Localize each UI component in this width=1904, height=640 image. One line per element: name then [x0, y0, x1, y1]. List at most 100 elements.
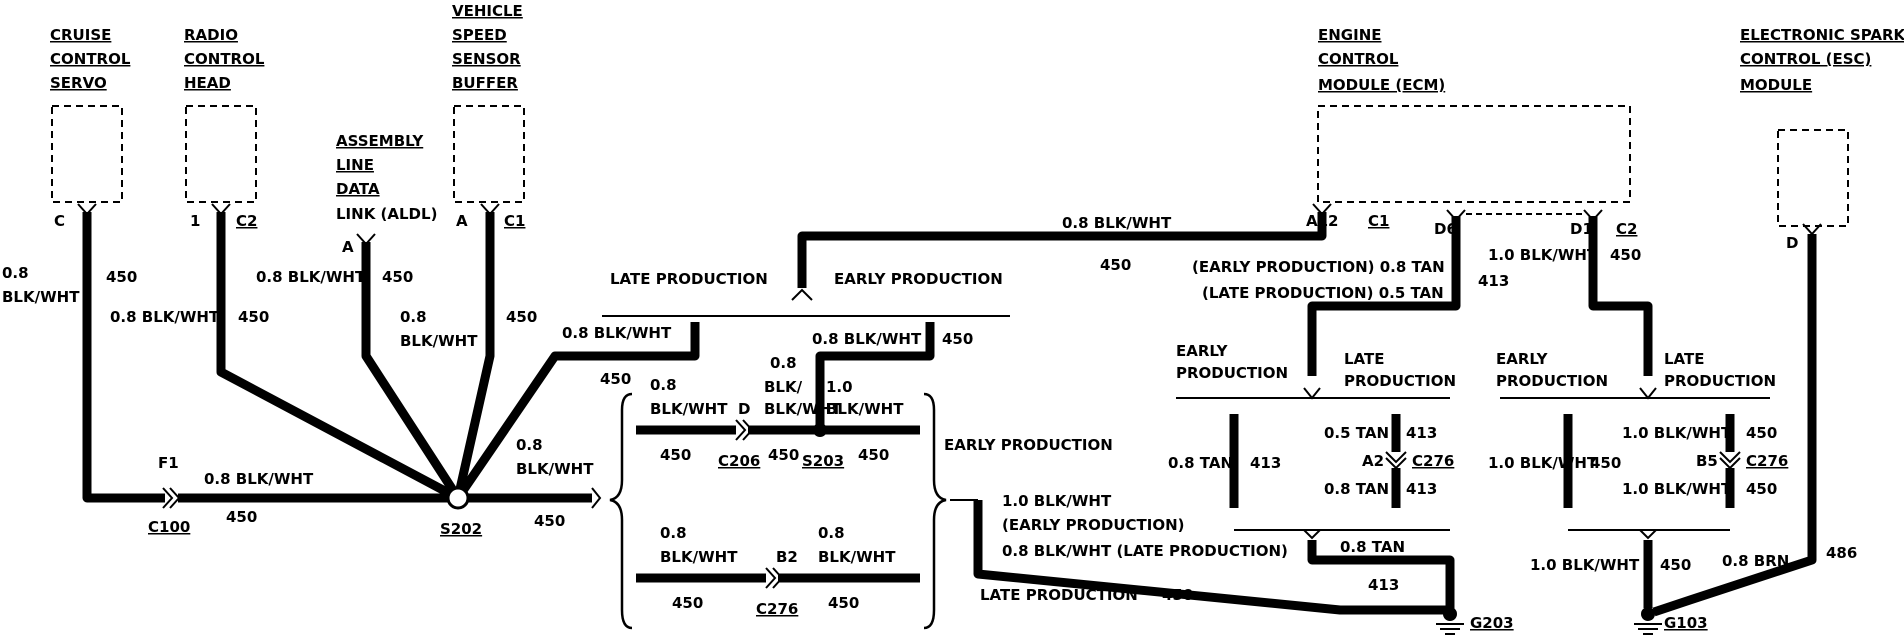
late-note: LATE	[1344, 350, 1384, 368]
production-merge	[1568, 529, 1730, 540]
wire-label: 0.5 TAN	[1324, 424, 1389, 442]
svg-text:LINK (ALDL): LINK (ALDL)	[336, 205, 437, 223]
wire-label: 0.8 BLK/WHT	[110, 308, 220, 326]
splice-s203: S203	[802, 452, 844, 470]
right-brace	[923, 392, 947, 630]
wire-label: 1.0 BLK/WHT	[1488, 246, 1598, 264]
circuit-label: 450	[600, 370, 631, 388]
ground-g203-label: G203	[1470, 614, 1514, 632]
radio-control-head-label: RADIO CONTROL HEAD	[184, 26, 265, 92]
splice-s202-label: S202	[440, 520, 482, 538]
early-production-note: EARLY PRODUCTION	[944, 436, 1113, 454]
svg-text:ELECTRONIC SPARK: ELECTRONIC SPARK	[1740, 26, 1904, 44]
ground-g203-symbol	[1436, 607, 1464, 635]
circuit-label: 450	[534, 512, 565, 530]
wire-label: BLK/WHT	[650, 400, 728, 418]
svg-text:SERVO: SERVO	[50, 74, 107, 92]
connector-f1-label: F1	[158, 454, 179, 472]
left-brace	[609, 392, 633, 630]
svg-text:ASSEMBLY: ASSEMBLY	[336, 132, 424, 150]
wire-label: (EARLY PRODUCTION)	[1002, 516, 1184, 534]
circuit-label: 450	[1162, 586, 1193, 604]
wire-label: 1.0	[826, 378, 853, 396]
circuit-label: 413	[1478, 272, 1509, 290]
wire-label: 1.0 BLK/WHT	[1002, 492, 1112, 510]
esc-module-label: ELECTRONIC SPARK CONTROL (ESC) MODULE	[1740, 26, 1904, 94]
wire-label: BLK/WHT	[516, 460, 594, 478]
production-note: PRODUCTION	[1176, 364, 1288, 382]
early-production-note: EARLY PRODUCTION	[834, 270, 1003, 288]
wire-label: 0.8	[516, 436, 543, 454]
ground-wire-g203	[973, 500, 1450, 615]
late-note: LATE	[1664, 350, 1704, 368]
wire-label: 1.0 BLK/WHT	[1622, 424, 1732, 442]
ground-g103-symbol	[1634, 607, 1662, 635]
wire-end-mark	[591, 487, 602, 509]
circuit-label: 450	[506, 308, 537, 326]
pin-cruise-c: C	[54, 212, 65, 230]
wire-label: 0.8 TAN	[1324, 480, 1389, 498]
circuit-label: 450	[226, 508, 257, 526]
connector-c276-symbol	[1385, 451, 1407, 470]
pin-chevron-ecm-a12	[1312, 203, 1332, 216]
circuit-label: 450	[1746, 480, 1777, 498]
wire-label: 0.8 BLK/WHT	[562, 324, 672, 342]
connector-pin-a2: A2	[1362, 452, 1384, 470]
pin-chevron-aldl	[356, 233, 376, 246]
wire-label: 1.0 BLK/WHT	[1530, 556, 1640, 574]
ecm-label: ENGINE CONTROL MODULE (ECM)	[1318, 26, 1445, 94]
wire-label: 1.0 BLK/WHT	[1488, 454, 1598, 472]
wire-label: 0.8	[660, 524, 687, 542]
circuit-label: 450	[1100, 256, 1131, 274]
pin-esc-d: D	[1786, 234, 1798, 252]
production-note: PRODUCTION	[1344, 372, 1456, 390]
production-note: PRODUCTION	[1496, 372, 1608, 390]
circuit-label: 486	[1826, 544, 1857, 562]
wire-label: 0.8	[818, 524, 845, 542]
pin-chevron-vss	[480, 203, 500, 216]
cruise-servo-box	[51, 105, 123, 203]
wire-label: 1.0 BLK/WHT	[1622, 480, 1732, 498]
circuit-label: 450	[382, 268, 413, 286]
connector-c276: C276	[1746, 452, 1788, 470]
wire-label: BLK/WHT	[818, 548, 896, 566]
svg-text:MODULE (ECM): MODULE (ECM)	[1318, 76, 1445, 94]
crossover-mark	[791, 288, 813, 301]
connector-c2-ecm: C2	[1616, 220, 1637, 238]
ground-g103-label: G103	[1664, 614, 1708, 632]
connector-pin-b2: B2	[776, 548, 798, 566]
wire-label: 0.8	[2, 264, 29, 282]
wire-esc-d	[1652, 234, 1817, 617]
late-production-circuit	[636, 567, 920, 589]
svg-text:DATA: DATA	[336, 180, 380, 198]
svg-text:ENGINE: ENGINE	[1318, 26, 1382, 44]
wire-to-g203	[1307, 540, 1455, 610]
vehicle-speed-sensor-buffer-label: VEHICLE SPEED SENSOR BUFFER	[452, 2, 523, 92]
connector-c276: C276	[1412, 452, 1454, 470]
vss-buffer-box	[453, 105, 525, 203]
connector-pin-b5: B5	[1696, 452, 1718, 470]
pin-ecm-d1: D1	[1570, 220, 1593, 238]
wire-label: BLK/WHT	[826, 400, 904, 418]
late-production-note: LATE PRODUCTION	[980, 586, 1138, 604]
wire-label: 0.8 BLK/WHT	[256, 268, 366, 286]
cruise-control-servo-label: CRUISE CONTROL SERVO	[50, 26, 131, 92]
wire-label: BLK/WHT	[660, 548, 738, 566]
wire-label: BLK/WHT	[2, 288, 80, 306]
divider-notch	[1303, 387, 1321, 400]
circuit-label: 413	[1406, 424, 1437, 442]
wire-label: 0.8 BLK/WHT	[204, 470, 314, 488]
circuit-label: 450	[1660, 556, 1691, 574]
pin-aldl-a: A	[342, 238, 354, 256]
connector-c276-symbol	[1719, 451, 1741, 470]
wire-label: 0.8	[650, 376, 677, 394]
wire-d1	[1588, 216, 1653, 376]
svg-text:BUFFER: BUFFER	[452, 74, 518, 92]
pin-radio-1: 1	[190, 212, 200, 230]
esc-module-box	[1777, 129, 1849, 227]
wire-label: BLK/WHT	[764, 400, 842, 418]
circuit-label: 450	[660, 446, 691, 464]
circuit-label: 450	[858, 446, 889, 464]
pin-chevron-cruise	[77, 203, 97, 216]
